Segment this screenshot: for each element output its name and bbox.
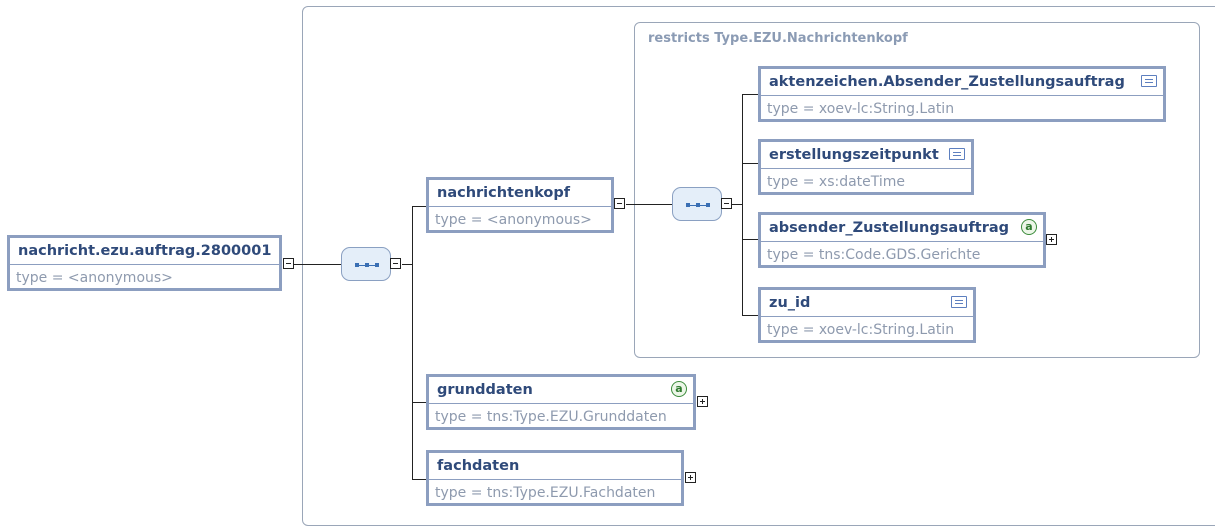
- element-absender[interactable]: absender_Zustellungsauftrag a type = tns…: [758, 212, 1046, 268]
- element-type: type = tns:Code.GDS.Gerichte: [767, 247, 981, 263]
- element-name: erstellungszeitpunkt: [761, 142, 971, 169]
- sequence-icon[interactable]: [672, 187, 722, 221]
- element-type: type = <anonymous>: [16, 270, 173, 286]
- connector: [294, 264, 342, 265]
- connector: [732, 204, 742, 205]
- element-type: type = xoev-lc:String.Latin: [767, 101, 955, 117]
- connector: [742, 94, 743, 316]
- element-name: aktenzeichen.Absender_Zustellungsauftrag: [761, 69, 1163, 96]
- attribute-icon: a: [671, 381, 687, 397]
- connector: [402, 264, 412, 265]
- minus-toggle-icon[interactable]: [283, 258, 294, 269]
- element-fachdaten[interactable]: fachdaten type = tns:Type.EZU.Fachdaten: [426, 450, 684, 506]
- plus-toggle-icon[interactable]: [697, 396, 708, 407]
- minus-toggle-icon[interactable]: [721, 198, 732, 209]
- documentation-icon: [1141, 75, 1157, 87]
- connector: [742, 239, 758, 240]
- element-name: absender_Zustellungsauftrag a: [761, 215, 1043, 242]
- element-name: fachdaten: [429, 453, 681, 480]
- connector: [742, 315, 758, 316]
- element-erstellungszeitpunkt[interactable]: erstellungszeitpunkt type = xs:dateTime: [758, 139, 974, 195]
- element-type: type = xoev-lc:String.Latin: [767, 322, 955, 338]
- element-type: type = <anonymous>: [435, 212, 592, 228]
- restriction-panel: [634, 22, 1200, 358]
- element-type: type = xs:dateTime: [767, 174, 906, 190]
- element-type: type = tns:Type.EZU.Fachdaten: [435, 485, 656, 501]
- element-zu-id[interactable]: zu_id type = xoev-lc:String.Latin: [758, 287, 976, 343]
- element-name: nachrichtenkopf: [429, 180, 611, 207]
- element-name: zu_id: [761, 290, 973, 317]
- element-root[interactable]: nachricht.ezu.auftrag.2800001 type = <an…: [7, 235, 282, 291]
- connector: [626, 204, 672, 205]
- element-type: type = tns:Type.EZU.Grunddaten: [435, 409, 667, 425]
- connector: [412, 402, 426, 403]
- element-aktenzeichen[interactable]: aktenzeichen.Absender_Zustellungsauftrag…: [758, 66, 1166, 122]
- plus-toggle-icon[interactable]: [1046, 234, 1057, 245]
- connector: [412, 206, 413, 480]
- minus-toggle-icon[interactable]: [614, 198, 625, 209]
- connector: [742, 163, 758, 164]
- connector: [412, 479, 426, 480]
- element-name: nachricht.ezu.auftrag.2800001: [10, 238, 279, 265]
- element-grunddaten[interactable]: grunddaten a type = tns:Type.EZU.Grundda…: [426, 374, 696, 430]
- minus-toggle-icon[interactable]: [390, 258, 401, 269]
- documentation-icon: [951, 296, 967, 308]
- restriction-label: restricts Type.EZU.Nachrichtenkopf: [648, 31, 908, 46]
- sequence-icon[interactable]: [341, 247, 391, 281]
- element-name: grunddaten a: [429, 377, 693, 404]
- plus-toggle-icon[interactable]: [685, 472, 696, 483]
- element-nachrichtenkopf[interactable]: nachrichtenkopf type = <anonymous>: [426, 177, 614, 233]
- connector: [742, 94, 758, 95]
- attribute-icon: a: [1021, 219, 1037, 235]
- documentation-icon: [949, 148, 965, 160]
- connector: [412, 206, 426, 207]
